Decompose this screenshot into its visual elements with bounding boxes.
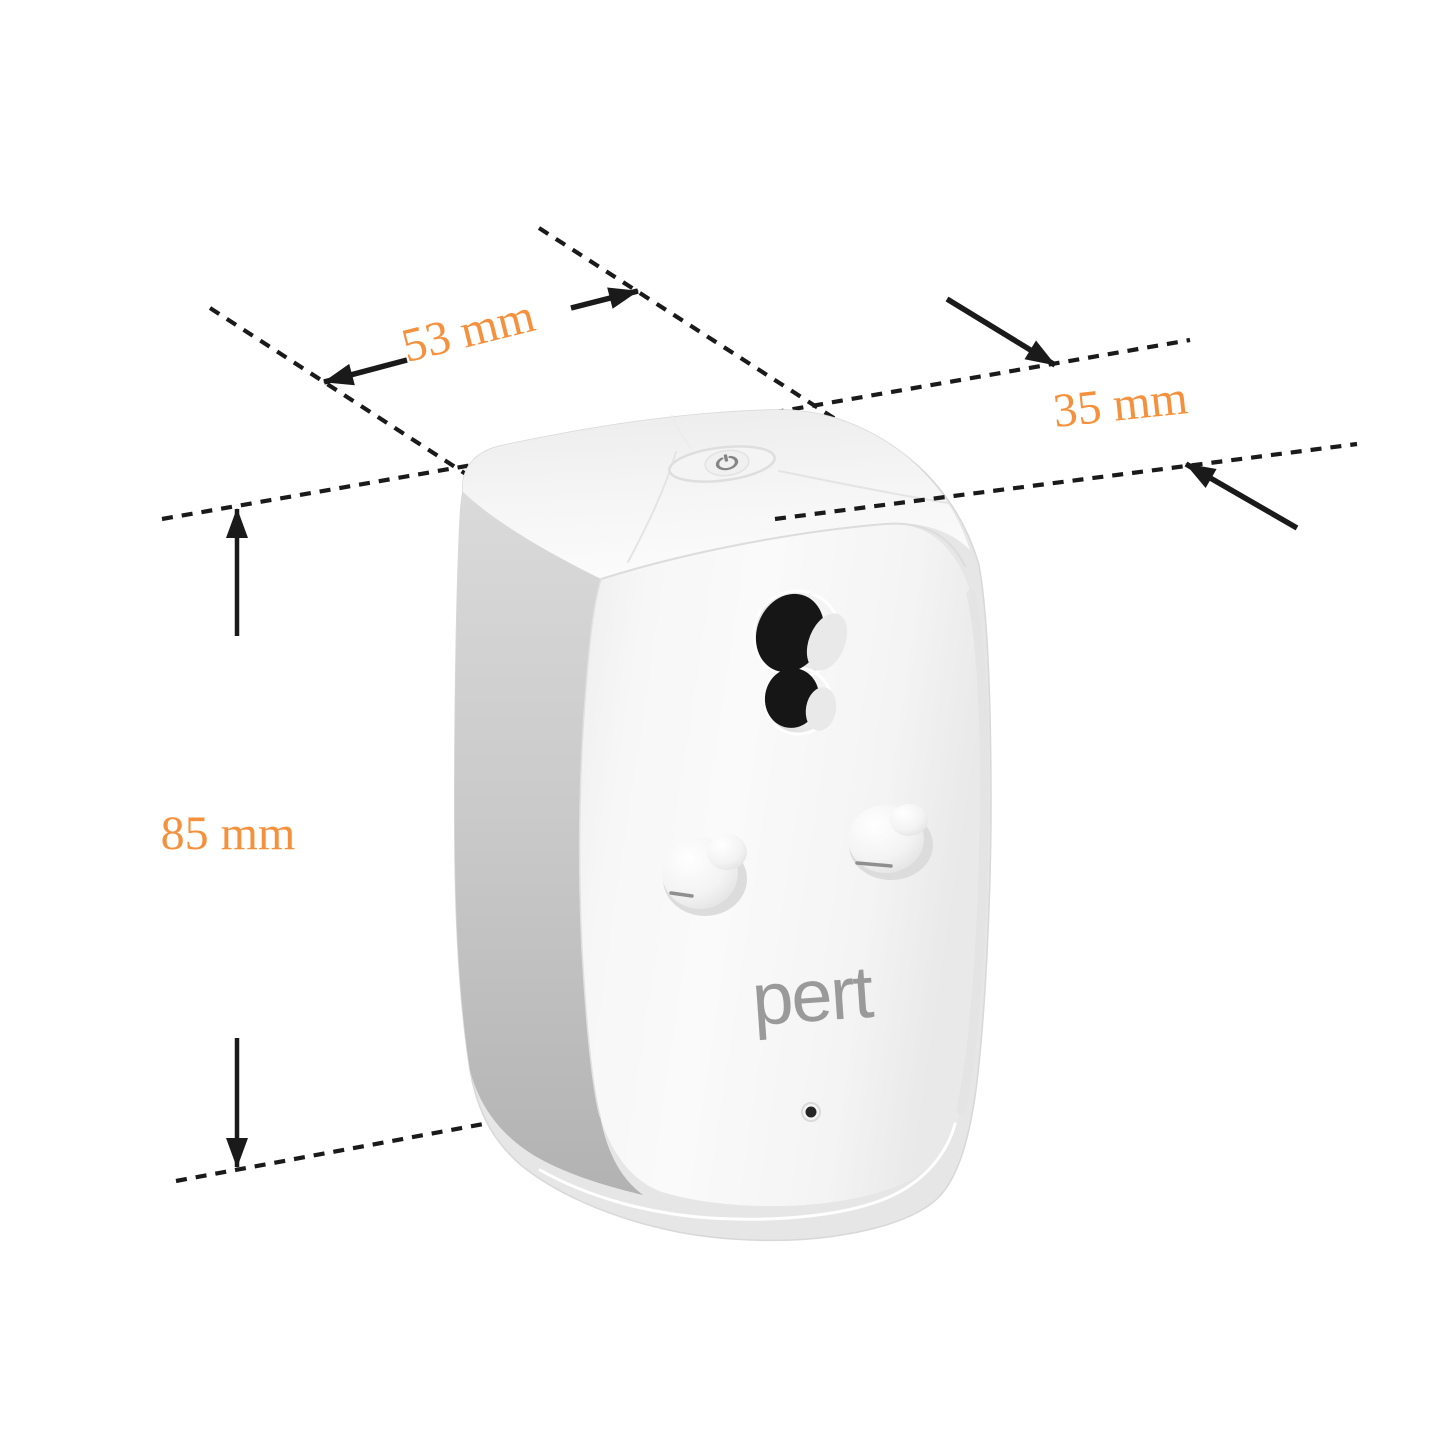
earth-socket-inner-wall-bottom	[805, 687, 837, 731]
bottom-rim-highlight	[538, 1122, 957, 1221]
arrow-depth-upper	[945, 296, 1057, 368]
power-button-cap	[704, 449, 750, 477]
pin-slot-left	[669, 891, 694, 898]
pin-bump-right-lobe	[890, 804, 928, 836]
top-seam-back	[671, 415, 691, 448]
earth-socket-hole-bottom	[764, 668, 820, 728]
left-front-seam	[578, 578, 602, 1117]
indicator-hole-ring	[801, 1102, 821, 1122]
arrow-width-left	[323, 357, 408, 386]
extension-line-depth-lower	[774, 441, 1358, 522]
earth-socket-inner-wall-top	[806, 613, 848, 671]
arrow-width-right	[570, 287, 639, 311]
pin-slot-right	[855, 861, 893, 868]
device-left-face	[454, 492, 643, 1195]
dim-label-body-height: 85 mm	[161, 807, 296, 860]
power-button	[668, 445, 776, 483]
device: pert	[453, 409, 992, 1242]
brand-logo: pert	[749, 950, 876, 1041]
device-front-face	[579, 523, 985, 1207]
pin-bump-left-lobe	[707, 834, 747, 870]
pin-bump-left	[662, 834, 747, 916]
pin-bump-right	[848, 804, 933, 880]
dim-label-side-depth: 35 mm	[1051, 371, 1190, 438]
earth-socket	[752, 589, 848, 736]
indicator-hole	[805, 1106, 817, 1118]
extension-line-bottom	[175, 1117, 506, 1184]
right-edge-shading	[956, 589, 989, 1115]
device-top-face	[462, 409, 970, 579]
dim-label-front-width: 53 mm	[397, 289, 540, 373]
front-top-edge-crease	[600, 522, 966, 580]
arrow-depth-lower	[1184, 461, 1299, 531]
power-icon	[715, 454, 739, 471]
extension-line-width-left	[208, 306, 568, 541]
